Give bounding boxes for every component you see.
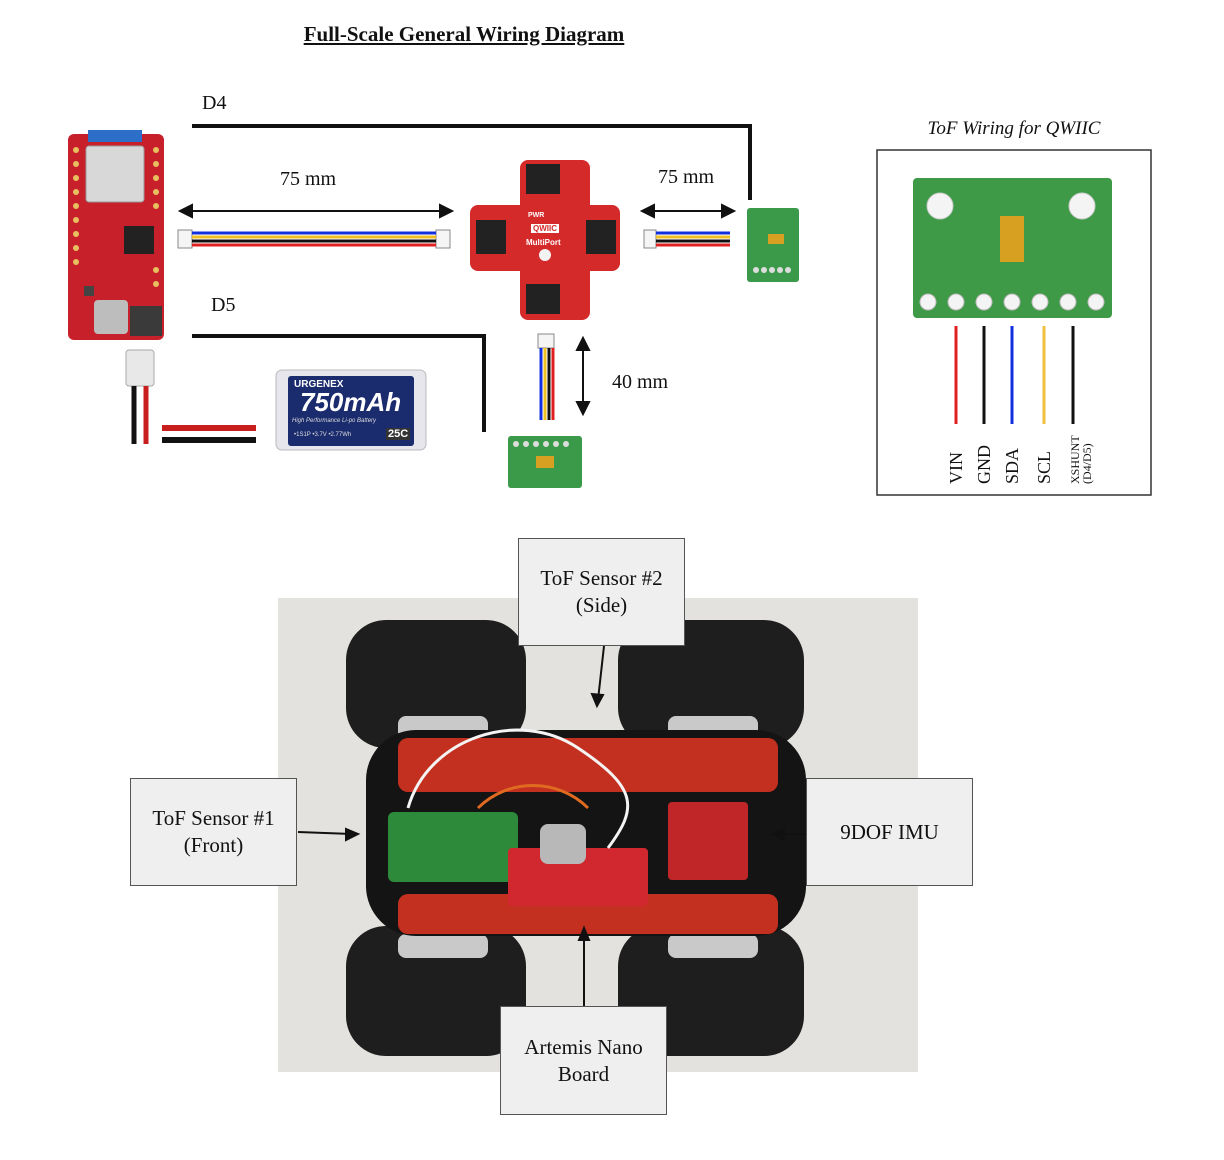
callout-9dof-imu: 9DOF IMU — [806, 778, 973, 886]
callout-artemis-line2: Board — [557, 1061, 610, 1086]
callout-tof1-line1: ToF Sensor #1 — [152, 806, 275, 830]
dimension-arrow-down — [575, 335, 591, 417]
tof-pin-wires: VIN GND SDA SCL XSHUNT(D4/D5) — [946, 326, 1094, 484]
qwiic-cable-right — [643, 229, 730, 249]
tof-panel-sensor-image — [913, 178, 1112, 318]
wiring-diagram — [68, 124, 1152, 496]
tof-sensor-bottom-image — [508, 436, 582, 488]
artemis-nano-board-image — [68, 130, 164, 340]
dimension-arrow-left — [177, 203, 455, 219]
d5-label: D5 — [211, 294, 236, 316]
callout-tof2-line2: (Side) — [575, 593, 628, 617]
qwiic-cable-left — [177, 229, 451, 249]
tof-panel-title: ToF Wiring for QWIIC — [927, 118, 1101, 139]
tof-panel-frame — [876, 149, 1152, 496]
tof-pin-label-scl: SCL — [1034, 451, 1054, 484]
tof-pin-label-gnd: GND — [974, 445, 994, 484]
multiport-pwr: PWR — [528, 212, 545, 219]
qwiic-cable-down — [537, 333, 555, 420]
callout-tof-sensor-2: ToF Sensor #2 (Side) — [518, 538, 685, 646]
right-cable-length: 75 mm — [658, 166, 715, 188]
battery-rating: 25C — [386, 428, 411, 440]
d5-wire — [192, 334, 486, 432]
d4-label: D4 — [202, 92, 227, 114]
diagram-title: Full-Scale General Wiring Diagram — [303, 22, 625, 46]
callout-imu-label: 9DOF IMU — [840, 819, 939, 844]
left-cable-length: 75 mm — [280, 168, 337, 190]
battery-brand: URGENEX — [294, 379, 344, 390]
callout-artemis-line1: Artemis Nano — [524, 1034, 643, 1059]
tof-pin-label-sda: SDA — [1002, 448, 1022, 484]
dimension-arrow-right — [639, 203, 737, 219]
jst-connector — [125, 349, 155, 387]
callout-tof1-line2: (Front) — [183, 833, 244, 857]
d4-wire — [192, 124, 752, 200]
tof-sensor-right-image — [747, 208, 799, 282]
tof-pin-label-vin: VIN — [946, 452, 966, 484]
callout-artemis-nano: Artemis Nano Board — [500, 1006, 667, 1115]
multiport-brand: QWIIC — [531, 224, 559, 233]
battery-capacity: 750mAh — [300, 387, 402, 417]
multiport-name: MultiPort — [526, 238, 561, 247]
tof-pin-sublabel-xshunt: (D4/D5) — [1080, 443, 1094, 484]
down-cable-length: 40 mm — [612, 371, 669, 393]
battery-specs: •1S1P •3.7V •2.77Wh — [294, 432, 352, 438]
qwiic-multiport-image — [470, 160, 620, 320]
battery-subtitle: High Performance Li-po Battery — [292, 418, 377, 424]
callout-tof2-line1: ToF Sensor #2 — [540, 566, 663, 590]
tof-pin-label-xshunt: XSHUNT — [1068, 435, 1082, 484]
callout-tof-sensor-1: ToF Sensor #1 (Front) — [130, 778, 297, 886]
